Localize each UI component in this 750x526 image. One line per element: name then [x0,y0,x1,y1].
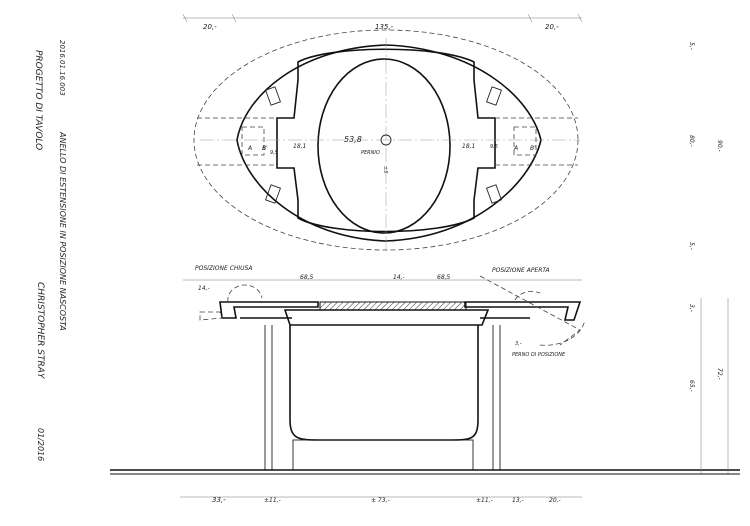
drawing-description: ANELLO DI ESTENSIONE IN POSIZIONE NASCOS… [58,131,67,331]
left-width-dim: 18,1 [293,143,306,150]
dim-right-7: 72,- [716,368,723,380]
closed-position-label: POSIZIONE CHIUSA [195,265,252,272]
dim-section-3: 14,- [393,274,405,281]
dim-right-2: 80,- [688,135,695,147]
dim-top-center: 135,- [375,23,394,31]
drawing-date: 01/2016 [36,428,45,461]
inner-oval [317,58,451,234]
dim-section-4: 68,5 [437,274,451,281]
label-a-right: A [513,145,518,152]
pin-dim: 3,- [515,341,522,347]
right-dimensions: 5,- 80,- 90,- 5,- 3,- 65,- 72,- [688,42,729,475]
dim-section-2: 68,5 [300,274,314,281]
center-dimension: 53,8 [344,135,362,144]
dim-bottom-3: ± 73,- [371,497,390,504]
pivot-icon [380,134,392,146]
title-block: PROGETTO DI TAVOLO 2016.01.16.003 ANELLO… [33,40,67,461]
dim-top-left: 20,- [203,23,217,31]
plan-view: 20,- 135,- 20,- 53,8 PERNIO ±5 18,1 18,1… [182,13,583,251]
dim-right-5: 3,- [688,304,695,312]
label-b-left: B' [262,145,268,152]
dim-top-right: 20,- [545,23,559,31]
right-width-dim: 18,1 [462,143,475,150]
dim-right-1: 5,- [688,42,695,50]
label-a-left: A [247,145,252,152]
drawing-code: 2016.01.16.003 [58,40,66,96]
dim-right-4: 5,- [688,242,695,250]
dim-section-1: 14,- [198,285,210,292]
left-small-dim: 9,5 [270,150,278,156]
dim-bottom-2: ±11,- [264,497,281,504]
pin-label: PERNO DI POSIZIONE [512,352,566,358]
dim-bottom-1: 33,- [212,496,226,504]
author-signature: CHRISTOPHER STRAY [35,282,45,380]
label-b-right: B' [530,145,536,152]
project-title: PROGETTO DI TAVOLO [33,50,43,150]
dim-right-6: 65,- [688,380,695,392]
dim-bottom-6: 20,- [549,497,561,504]
right-small-dim: 9,5 [490,144,498,150]
dim-bottom-5: 13,- [512,497,524,504]
section-view: POSIZIONE CHIUSA POSIZIONE APERTA 14,- 6… [110,265,740,504]
dim-bottom-4: ±11,- [476,497,493,504]
open-position-label: POSIZIONE APERTA [492,267,550,274]
center-mark: ±5 [382,166,388,173]
dim-right-3: 90,- [716,140,723,152]
pivot-label: PERNIO [361,150,380,156]
extension-ring [276,48,496,233]
